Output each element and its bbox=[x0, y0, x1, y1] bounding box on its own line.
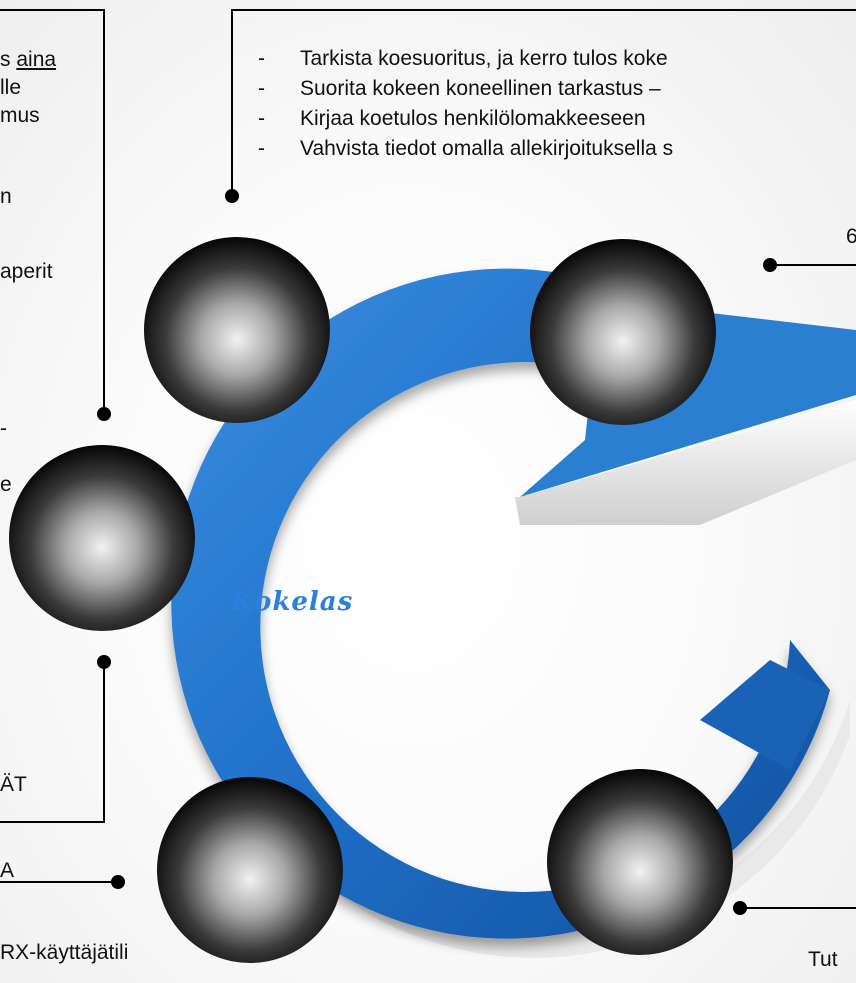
dot-left-lower bbox=[97, 655, 111, 669]
dot-bottom-right bbox=[733, 901, 747, 915]
sphere-top-left bbox=[144, 237, 330, 423]
left-text-line-3: mus bbox=[0, 104, 40, 127]
sphere-top-right bbox=[530, 239, 716, 425]
left-text-line-9: A bbox=[0, 859, 15, 882]
top-step-list: -Tarkista koesuoritus, ja kerro tulos ko… bbox=[258, 44, 673, 164]
left-text-line-4: n bbox=[0, 185, 12, 208]
connector-lines bbox=[0, 9, 856, 909]
connector-left-lower bbox=[0, 662, 105, 823]
step-item: -Suorita kokeen koneellinen tarkastus – bbox=[258, 77, 661, 100]
left-text-line-5: aperit bbox=[0, 260, 53, 283]
dot-right bbox=[763, 258, 777, 272]
cycle-arrow-ring bbox=[171, 268, 831, 939]
dot-top bbox=[225, 189, 239, 203]
left-text-line-6: - bbox=[0, 417, 7, 440]
dot-left-upper bbox=[97, 407, 111, 421]
left-text-line-1: s aina bbox=[0, 48, 57, 71]
step-spheres bbox=[9, 237, 733, 963]
left-text-line-7: e bbox=[0, 473, 12, 496]
sphere-bottom-left bbox=[157, 777, 343, 963]
sphere-bottom-right bbox=[547, 769, 733, 955]
sphere-left bbox=[9, 445, 195, 631]
left-text-line-8: ÄT bbox=[0, 773, 27, 796]
bottom-right-text: Tut bbox=[808, 948, 838, 971]
center-label: Kokelas bbox=[231, 587, 354, 617]
step-item: -Kirjaa koetulos henkilölomakkeeseen bbox=[258, 107, 646, 130]
cycle-arrow-tail bbox=[700, 660, 830, 770]
cycle-arrow-head-bevel bbox=[515, 400, 856, 525]
left-text-line-2: lle bbox=[0, 76, 22, 99]
step-item: -Tarkista koesuoritus, ja kerro tulos ko… bbox=[258, 47, 668, 70]
bottom-left-text: RX-käyttäjätili bbox=[0, 941, 129, 964]
step-item: -Vahvista tiedot omalla allekirjoituksel… bbox=[258, 137, 674, 160]
connector-top bbox=[231, 9, 856, 196]
connector-left-upper bbox=[0, 9, 105, 414]
dot-bottom-left bbox=[111, 875, 125, 889]
connector-dots bbox=[97, 189, 777, 915]
right-partial-text: 6 bbox=[846, 225, 856, 248]
